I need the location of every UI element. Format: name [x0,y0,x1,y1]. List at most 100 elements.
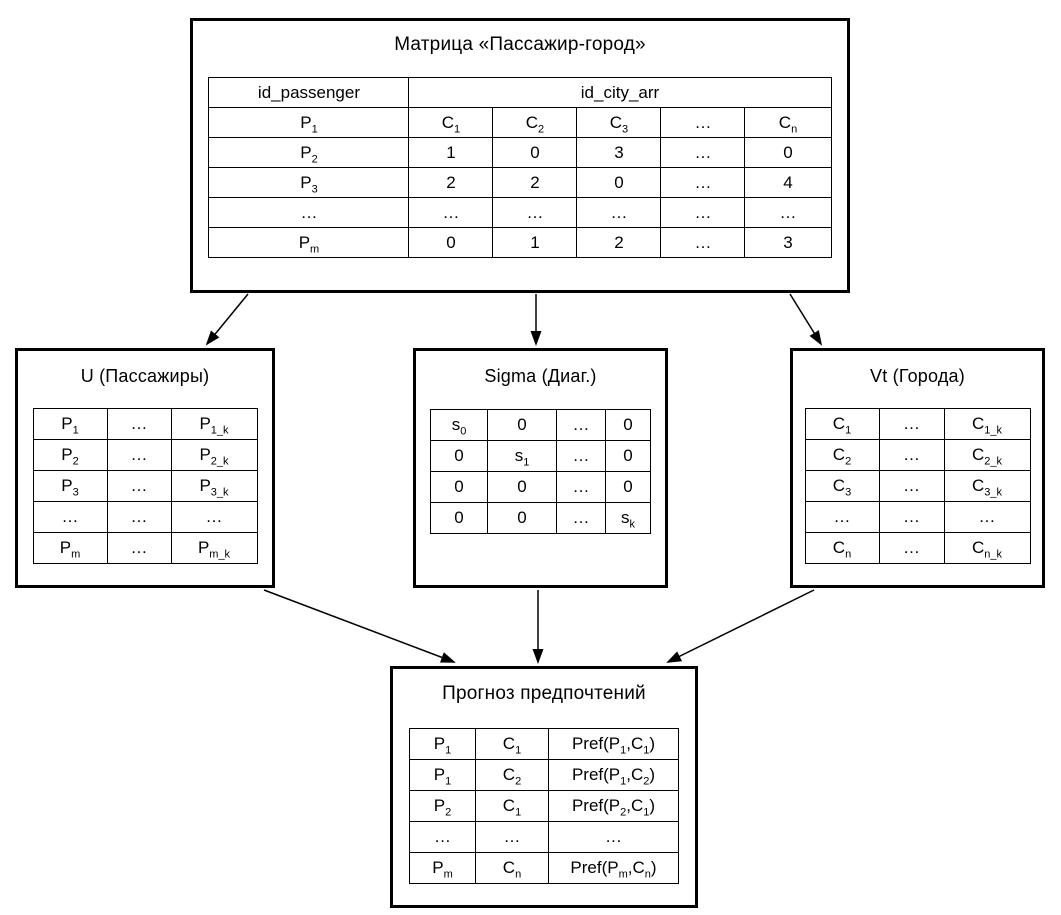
table-cell: 3 [576,137,662,168]
table-cell: C2 [804,439,880,471]
table-cell: 0 [487,409,557,441]
table-row: s0 0 … 0 [430,409,651,441]
table-cell: 3 [744,227,832,258]
forecast-table: P1 C1 Pref(P1,C1) P1 C2 Pref(P1,C2) P2 C… [409,728,679,884]
table-cell: … [660,167,746,198]
sigma-matrix-table: s0 0 … 0 0 s1 … 0 0 0 … 0 0 0 … sk [430,409,651,534]
table-cell: Cn [804,532,880,564]
table-cell: 1 [492,227,578,258]
table-cell: … [660,107,746,138]
header-cell-id-city-arr: id_city_arr [408,77,832,108]
table-row: C3 … C3_k [804,470,1031,502]
table-cell: … [878,408,945,440]
forecast-box: Прогноз предпочтений P1 C1 Pref(P1,C1) P… [390,666,698,908]
sigma-matrix-title: Sigma (Диаг.) [484,366,597,386]
table-cell: … [878,532,945,564]
table-cell: sk [605,502,651,534]
table-cell: … [556,409,606,441]
arrow-source-to-vt [789,293,823,346]
sigma-matrix-box: Sigma (Диаг.) s0 0 … 0 0 s1 … 0 0 0 … 0 [413,348,668,588]
table-cell: 0 [492,137,578,168]
table-row: Cn … Cn_k [804,532,1031,564]
table-cell: … [492,197,578,228]
table-cell: C3 [804,470,880,502]
table-cell: 0 [430,440,488,472]
table-row: Pm … Pm_k [32,532,258,564]
table-cell: 0 [605,409,651,441]
table-cell: Pref(P1,C2) [548,759,679,791]
header-cell-id-passenger: id_passenger [208,77,410,108]
source-matrix-box: Матрица «Пассажир-город» id_passenger id… [190,18,850,293]
table-row: P1 … P1_k [32,408,258,440]
table-row: … … … … … … [208,197,832,228]
table-cell: Pref(Pm,Cn) [548,852,679,884]
table-cell: … [804,501,880,533]
table-cell: … [106,470,172,502]
table-cell: Pm_k [170,532,258,564]
table-row: P1 C1 C2 C3 … Cn [208,107,832,138]
u-matrix-title: U (Пассажиры) [80,366,210,386]
table-cell: … [170,501,258,533]
table-cell: s0 [430,409,488,441]
table-row: Pm Cn Pref(Pm,Cn) [409,852,679,884]
table-cell: Cn [744,107,832,138]
table-cell: P1 [32,408,108,440]
table-cell: P2 [208,137,410,168]
table-cell: C3_k [943,470,1031,502]
source-matrix-title: Матрица «Пассажир-город» [394,34,646,55]
table-cell: Pm [409,852,476,884]
table-cell: C1 [475,728,549,760]
table-cell: P3_k [170,470,258,502]
table-row: P2 C1 Pref(P2,C1) [409,790,679,822]
u-matrix-box: U (Пассажиры) P1 … P1_k P2 … P2_k P3 … P… [15,348,275,588]
table-cell: Cn [475,852,549,884]
table-cell: 0 [605,471,651,503]
arrow-u-to-forecast [263,589,456,663]
table-cell: Pm [208,227,410,258]
table-cell: Pref(P2,C1) [548,790,679,822]
table-cell: 2 [492,167,578,198]
table-cell: P2 [409,790,476,822]
table-cell: 2 [408,167,494,198]
table-cell: s1 [487,440,557,472]
vt-matrix-table: C1 … C1_k C2 … C2_k C3 … C3_k … … … Cn … [804,408,1031,564]
table-cell: … [878,501,945,533]
table-cell: 0 [408,227,494,258]
table-cell: … [660,227,746,258]
table-cell: P1 [409,728,476,760]
table-cell: P1 [208,107,410,138]
u-matrix-table: P1 … P1_k P2 … P2_k P3 … P3_k … … … Pm … [32,408,258,564]
table-cell: 0 [487,471,557,503]
table-cell: … [548,821,679,853]
table-cell: … [408,197,494,228]
table-cell: P3 [32,470,108,502]
table-row: P3 … P3_k [32,470,258,502]
table-cell: C2 [492,107,578,138]
table-cell: … [660,197,746,228]
table-cell: P1_k [170,408,258,440]
table-row: C1 … C1_k [804,408,1031,440]
table-cell: 0 [605,440,651,472]
table-row: … … … [804,501,1031,533]
table-row: P2 … P2_k [32,439,258,471]
table-cell: 0 [487,502,557,534]
table-row: … … … [32,501,258,533]
table-row: C2 … C2_k [804,439,1031,471]
table-cell: 0 [744,137,832,168]
table-cell: C1 [475,790,549,822]
table-cell: Pref(P1,C1) [548,728,679,760]
arrow-vt-to-forecast [666,589,815,663]
table-cell: 1 [408,137,494,168]
table-cell: Pm [32,532,108,564]
table-cell: … [106,532,172,564]
arrow-source-to-u [205,293,249,346]
forecast-title: Прогноз предпочтений [442,683,646,704]
table-cell: … [878,470,945,502]
table-cell: C2 [475,759,549,791]
vt-matrix-title: Vt (Города) [870,366,965,386]
table-cell: 2 [576,227,662,258]
table-cell: … [878,439,945,471]
table-row: P1 C1 Pref(P1,C1) [409,728,679,760]
table-cell: … [106,439,172,471]
